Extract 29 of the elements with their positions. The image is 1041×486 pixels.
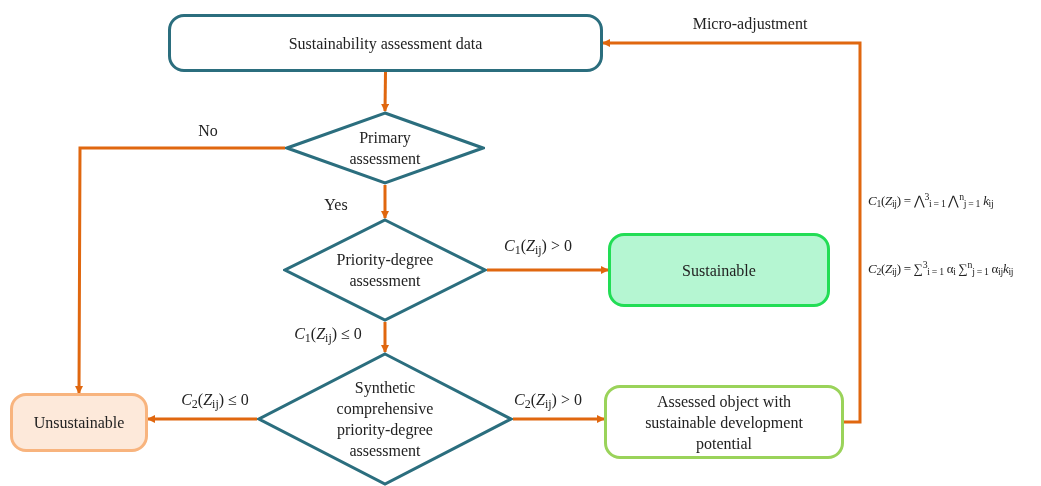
node-label: Synthetic comprehensive priority-degree assessment: [335, 378, 435, 461]
formula: C$_{1}$(Z$_{ij}$) = ⋀$^{3}$$_{i = 1}$ ⋀$^{n}$$_{j = 1}$ k$_{ij}$: [868, 190, 994, 212]
arrow: [75, 146, 285, 394]
arrow: [381, 185, 389, 219]
formula: C$_{2}$(Z$_{ij}$) = ∑$^{3}$$_{i = 1}$ α$_{i}$ ∑$^{n}$$_{j = 1}$ α$_{ij}$k$_{ij}$: [868, 258, 1014, 280]
node-label: Primary assessment: [348, 128, 422, 169]
edge-label: Micro-adjustment: [690, 14, 810, 34]
arrow: [602, 39, 862, 424]
decision-diamond: [285, 111, 485, 185]
edge-label: C$_{1}$(Z$_{ij}$) ≤ 0: [292, 324, 364, 344]
node-label: Sustainable: [682, 260, 756, 281]
decision-diamond: [257, 352, 513, 486]
process-box: [168, 14, 603, 72]
node-label: Priority-degree assessment: [335, 250, 435, 291]
process-box: [608, 233, 830, 307]
arrow: [487, 266, 609, 274]
process-box: [604, 385, 844, 459]
process-box: [10, 393, 148, 452]
arrow: [147, 415, 257, 423]
arrow: [513, 415, 605, 423]
edge-label: C$_{2}$(Z$_{ij}$) ≤ 0: [179, 390, 251, 410]
edge-label: C$_{2}$(Z$_{ij}$) > 0: [512, 390, 584, 410]
node-label: Sustainability assessment data: [288, 33, 483, 54]
arrow: [381, 71, 390, 112]
edge-label: C$_{1}$(Z$_{ij}$) > 0: [502, 236, 574, 256]
node-label: Assessed object with sustainable development potential: [644, 391, 804, 454]
decision-diamond: [283, 218, 487, 322]
arrow: [381, 322, 389, 353]
node-label: Unsustainable: [33, 413, 125, 433]
